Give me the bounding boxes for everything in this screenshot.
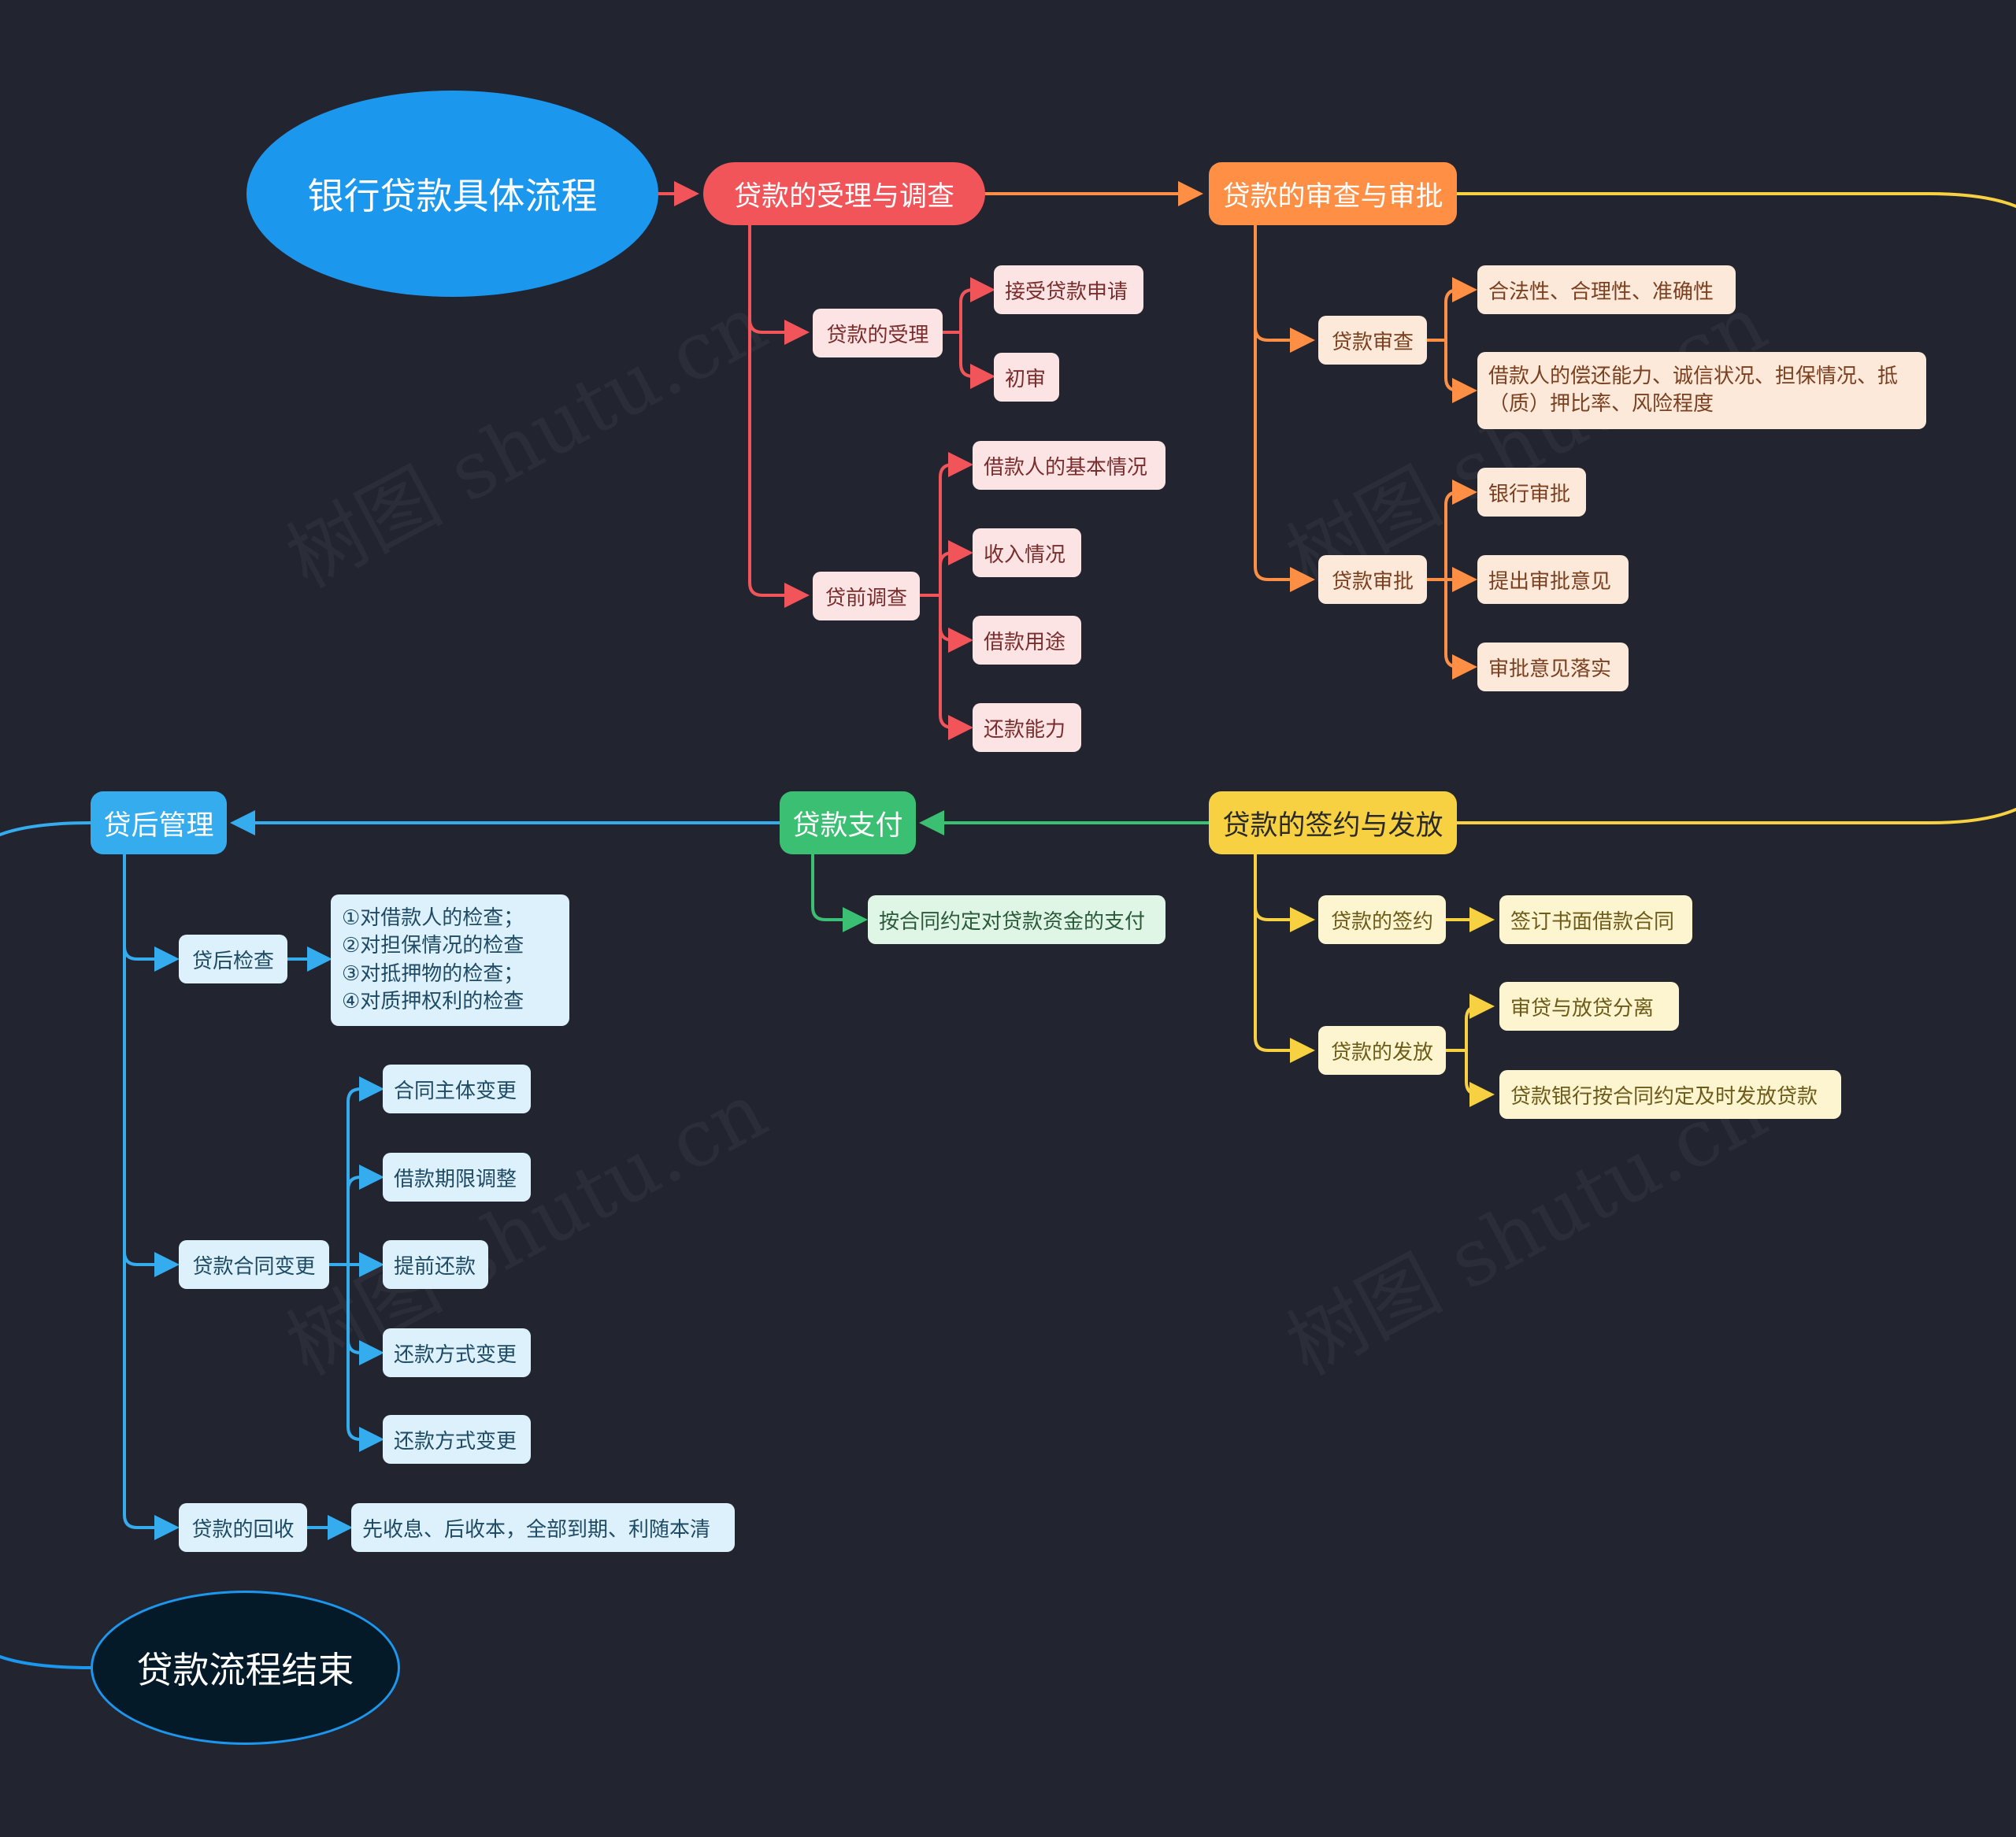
leaf-inspect-list[interactable]: ①对借款人的检查； ②对担保情况的检查 ③对抵押物的检查； ④对质押权利的检查 [331,894,569,1026]
leaf-payment-by-contract[interactable]: 按合同约定对贷款资金的支付 [868,895,1166,944]
leaf-label-line: 借款人的偿还能力、诚信状况、担保情况、抵 [1488,364,1899,388]
leaf-label: 初审 [1005,367,1047,391]
subtopic-accept-label: 贷款的受理 [826,323,929,347]
subtopic-contract-change-label: 贷款合同变更 [192,1254,316,1279]
topic-signing[interactable]: 贷款的签约与发放 [1209,791,1457,854]
leaf-party-change[interactable]: 合同主体变更 [383,1065,531,1113]
subtopic-survey[interactable]: 贷前调查 [813,572,920,620]
leaf-label: 还款能力 [984,717,1066,742]
leaf-label-line: ③对抵押物的检查； [342,961,524,986]
leaf-repay-capacity[interactable]: 借款人的偿还能力、诚信状况、担保情况、抵 （质）押比率、风险程度 [1477,352,1926,429]
leaf-repay-method-1[interactable]: 还款方式变更 [383,1328,531,1377]
leaf-label: 贷款银行按合同约定及时发放贷款 [1510,1084,1818,1109]
subtopic-issue-label: 贷款的发放 [1330,1040,1433,1065]
topic-acceptance[interactable]: 贷款的受理与调查 [703,162,985,225]
leaf-borrower-basics[interactable]: 借款人的基本情况 [973,441,1166,490]
topic-review-label: 贷款的审查与审批 [1222,180,1443,213]
subtopic-check-label: 贷款审查 [1331,330,1414,354]
topic-payment-label: 贷款支付 [792,809,903,842]
subtopic-inspect-label: 贷后检查 [191,949,274,973]
leaf-sign-contract[interactable]: 签订书面借款合同 [1499,895,1692,944]
leaf-label: 借款人的基本情况 [984,455,1148,480]
topic-post-loan[interactable]: 贷后管理 [91,791,227,854]
leaf-label: 合同主体变更 [394,1079,517,1103]
topic-payment[interactable]: 贷款支付 [780,791,916,854]
leaf-label: 还款方式变更 [394,1429,517,1454]
root-topic[interactable]: 银行贷款具体流程 [246,91,658,297]
leaf-separation[interactable]: 审贷与放贷分离 [1499,982,1679,1031]
subtopic-sign[interactable]: 贷款的签约 [1318,895,1446,944]
leaf-label: 收入情况 [984,543,1066,567]
leaf-legality[interactable]: 合法性、合理性、准确性 [1477,265,1736,314]
subtopic-contract-change[interactable]: 贷款合同变更 [179,1240,329,1289]
leaf-timely-issue[interactable]: 贷款银行按合同约定及时发放贷款 [1499,1070,1841,1119]
leaf-label: 审批意见落实 [1488,657,1612,681]
subtopic-survey-label: 贷前调查 [825,586,907,610]
leaf-label: 先收息、后收本，全部到期、利随本清 [362,1517,711,1542]
leaf-label: 提前还款 [394,1254,476,1279]
leaf-accept-application[interactable]: 接受贷款申请 [994,265,1143,314]
leaf-label: 银行审批 [1488,482,1571,506]
leaf-bank-approval[interactable]: 银行审批 [1477,468,1586,517]
leaf-repay-method-2[interactable]: 还款方式变更 [383,1415,531,1464]
topic-acceptance-label: 贷款的受理与调查 [733,180,954,213]
leaf-opinion-implemented[interactable]: 审批意见落实 [1477,643,1629,691]
leaf-label-line: ①对借款人的检查； [342,906,524,930]
leaf-label-line: ④对质押权利的检查 [342,989,524,1013]
leaf-loan-purpose[interactable]: 借款用途 [973,616,1081,665]
leaf-term-adjust[interactable]: 借款期限调整 [383,1153,531,1202]
topic-post-loan-label: 贷后管理 [103,809,214,842]
end-topic[interactable]: 贷款流程结束 [91,1591,400,1745]
leaf-label: 接受贷款申请 [1005,280,1128,304]
end-topic-label: 贷款流程结束 [136,1649,354,1691]
subtopic-inspect[interactable]: 贷后检查 [179,935,287,983]
leaf-label: 合法性、合理性、准确性 [1488,280,1714,304]
leaf-early-repay[interactable]: 提前还款 [383,1240,488,1289]
leaf-recover-method[interactable]: 先收息、后收本，全部到期、利随本清 [351,1503,735,1552]
subtopic-approve[interactable]: 贷款审批 [1318,555,1427,604]
leaf-label: 还款方式变更 [394,1343,517,1367]
topic-signing-label: 贷款的签约与发放 [1222,809,1443,842]
leaf-repay-ability[interactable]: 还款能力 [973,703,1081,752]
topic-review[interactable]: 贷款的审查与审批 [1209,162,1457,225]
subtopic-accept[interactable]: 贷款的受理 [813,309,943,357]
subtopic-recover[interactable]: 贷款的回收 [179,1503,307,1552]
subtopic-check[interactable]: 贷款审查 [1318,316,1427,365]
leaf-label: 借款期限调整 [394,1167,517,1191]
leaf-label-line: （质）押比率、风险程度 [1488,392,1714,416]
leaf-first-review[interactable]: 初审 [994,353,1059,402]
leaf-label: 审贷与放贷分离 [1510,996,1655,1020]
leaf-label-line: ②对担保情况的检查 [342,934,524,958]
leaf-label: 提出审批意见 [1488,569,1612,594]
leaf-label: 签订书面借款合同 [1510,909,1675,934]
root-topic-label: 银行贷款具体流程 [307,175,598,217]
leaf-label: 按合同约定对贷款资金的支付 [879,909,1146,934]
leaf-approval-opinion[interactable]: 提出审批意见 [1477,555,1629,604]
subtopic-issue[interactable]: 贷款的发放 [1318,1026,1446,1075]
subtopic-recover-label: 贷款的回收 [191,1517,295,1542]
leaf-income[interactable]: 收入情况 [973,528,1081,577]
subtopic-approve-label: 贷款审批 [1331,569,1414,594]
leaf-label: 借款用途 [984,630,1066,654]
subtopic-sign-label: 贷款的签约 [1330,909,1433,934]
